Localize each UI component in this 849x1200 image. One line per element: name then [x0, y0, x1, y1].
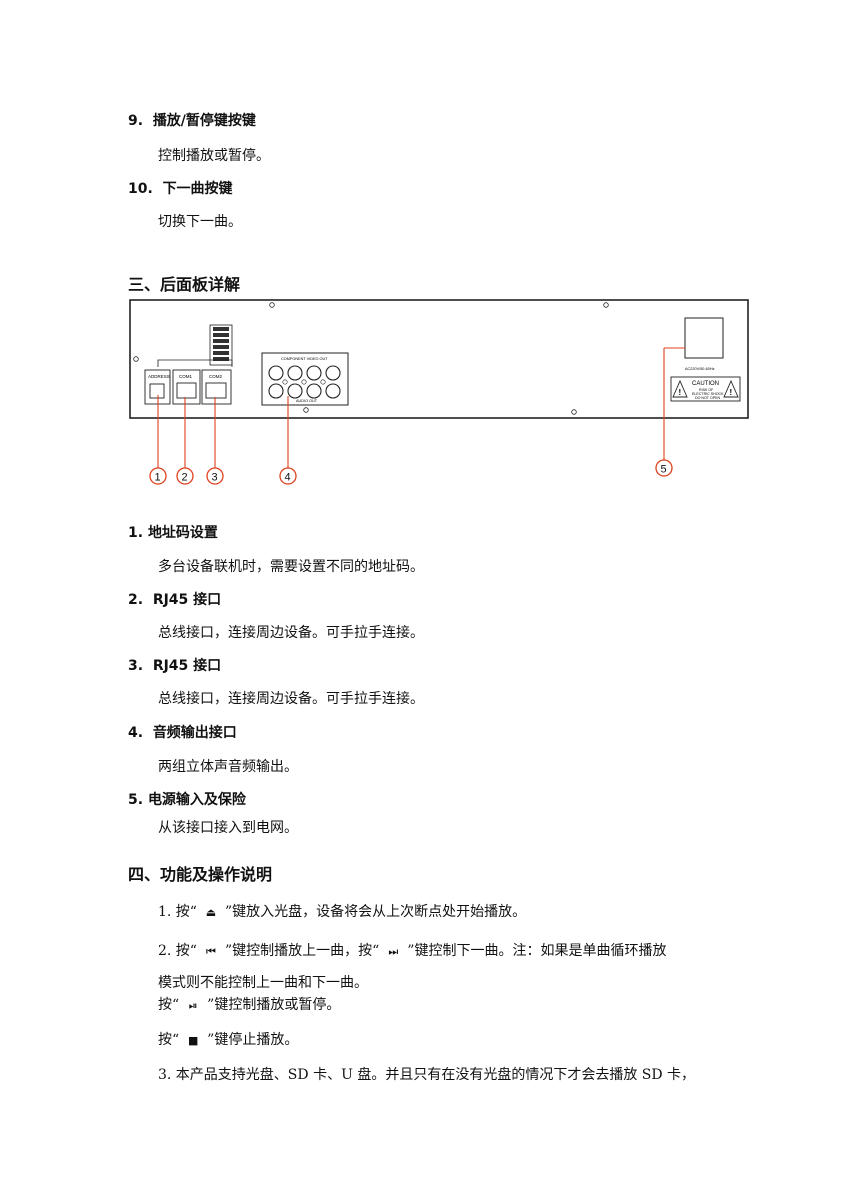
svg-text:5: 5: [661, 464, 667, 476]
screw: [303, 407, 309, 413]
operation-step-3: 3. 本产品支持光盘、SD 卡、U 盘。并且只有在没有光盘的情况下才会去播放 S…: [158, 1067, 696, 1083]
svg-text:4: 4: [285, 472, 291, 484]
screw: [571, 409, 577, 415]
callout-2: 2: [176, 467, 194, 485]
rear-item-2-heading: 2. RJ45 接口: [128, 592, 222, 608]
previous-track-icon: ⏮: [206, 945, 216, 958]
callout-5: 5: [655, 459, 673, 477]
screw: [603, 302, 609, 308]
operation-play-pause: 按“⏯”键控制播放或暂停。: [158, 997, 341, 1013]
com1-port-frame: [172, 369, 201, 405]
rear-item-3-description: 总线接口，连接周边设备。可手拉手连接。: [158, 691, 424, 707]
item-9-heading: 9. 播放/暂停键按键: [128, 113, 256, 129]
callout-4: 4: [279, 467, 297, 485]
svg-text:ELECTRIC SHOCK: ELECTRIC SHOCK: [692, 392, 724, 396]
section-3-title: 三、后面板详解: [128, 275, 241, 294]
svg-text:2: 2: [182, 472, 188, 484]
callout-3: 3: [206, 467, 224, 485]
rear-item-4-description: 两组立体声音频输出。: [158, 759, 298, 775]
power-inlet: [684, 317, 724, 359]
com1-label: COM1: [179, 374, 192, 379]
svg-text:!: !: [679, 388, 682, 397]
operation-step-2: 2. 按“⏮”键控制播放上一曲，按“⏭”键控制下一曲。注：如果是单曲循环播放: [158, 943, 667, 959]
rca-jacks: [268, 365, 341, 399]
component-video-out-label: COMPONENT VIDEO OUT: [281, 357, 328, 361]
rear-item-5-heading: 5. 电源输入及保险: [128, 792, 246, 808]
rear-item-5-description: 从该接口接入到电网。: [158, 820, 298, 836]
item-10-description: 切换下一曲。: [158, 214, 242, 230]
rear-item-4-heading: 4. 音频输出接口: [128, 725, 237, 741]
callout-1: 1: [149, 467, 167, 485]
dip-switch: [209, 324, 233, 366]
av-output-frame: [261, 352, 349, 406]
svg-text:1: 1: [155, 472, 161, 484]
operation-step-2-continued: 模式则不能控制上一曲和下一曲。: [158, 975, 368, 991]
eject-icon: ⏏: [205, 906, 217, 919]
audio-out-label: AUDIO OUT: [296, 399, 318, 403]
svg-text:DO NOT OPEN: DO NOT OPEN: [695, 396, 720, 400]
svg-text:CAUTION: CAUTION: [692, 381, 719, 387]
svg-text:!: !: [730, 388, 733, 397]
svg-text:RISK OF: RISK OF: [699, 388, 714, 392]
item-9-description: 控制播放或暂停。: [158, 148, 270, 164]
caution-label: ! ! CAUTION RISK OF ELECTRIC SHOCK DO NO…: [670, 376, 741, 402]
rear-item-1-heading: 1. 地址码设置: [128, 525, 218, 541]
screw: [269, 302, 275, 308]
address-label: ADDRESS: [148, 374, 170, 379]
play-pause-icon: ⏯: [188, 999, 198, 1012]
power-rating-label: AC220V/50-60Hz: [685, 367, 715, 371]
rear-panel-diagram: ADDRESS COM1 COM2 COMPONENT VIDEO OUT AU…: [129, 299, 749, 485]
rear-item-3-heading: 3. RJ45 接口: [128, 658, 222, 674]
com2-port-frame: [201, 369, 232, 405]
rear-item-1-description: 多台设备联机时，需要设置不同的地址码。: [158, 559, 424, 575]
operation-stop: 按“■”键停止播放。: [158, 1032, 299, 1048]
rear-panel-outline: [129, 299, 749, 419]
stop-icon: ■: [187, 1034, 199, 1047]
rear-item-2-description: 总线接口，连接周边设备。可手拉手连接。: [158, 625, 424, 641]
operation-step-1: 1. 按“⏏”键放入光盘，设备将会从上次断点处开始播放。: [158, 904, 527, 920]
next-track-icon: ⏭: [388, 945, 399, 958]
svg-text:3: 3: [212, 472, 218, 484]
com1-port: [176, 382, 197, 399]
com2-label: COM2: [209, 374, 222, 379]
address-port: [149, 383, 165, 399]
screw: [133, 356, 139, 362]
item-10-heading: 10. 下一曲按键: [128, 181, 233, 197]
section-4-title: 四、功能及操作说明: [128, 865, 273, 884]
com2-port: [205, 382, 227, 399]
